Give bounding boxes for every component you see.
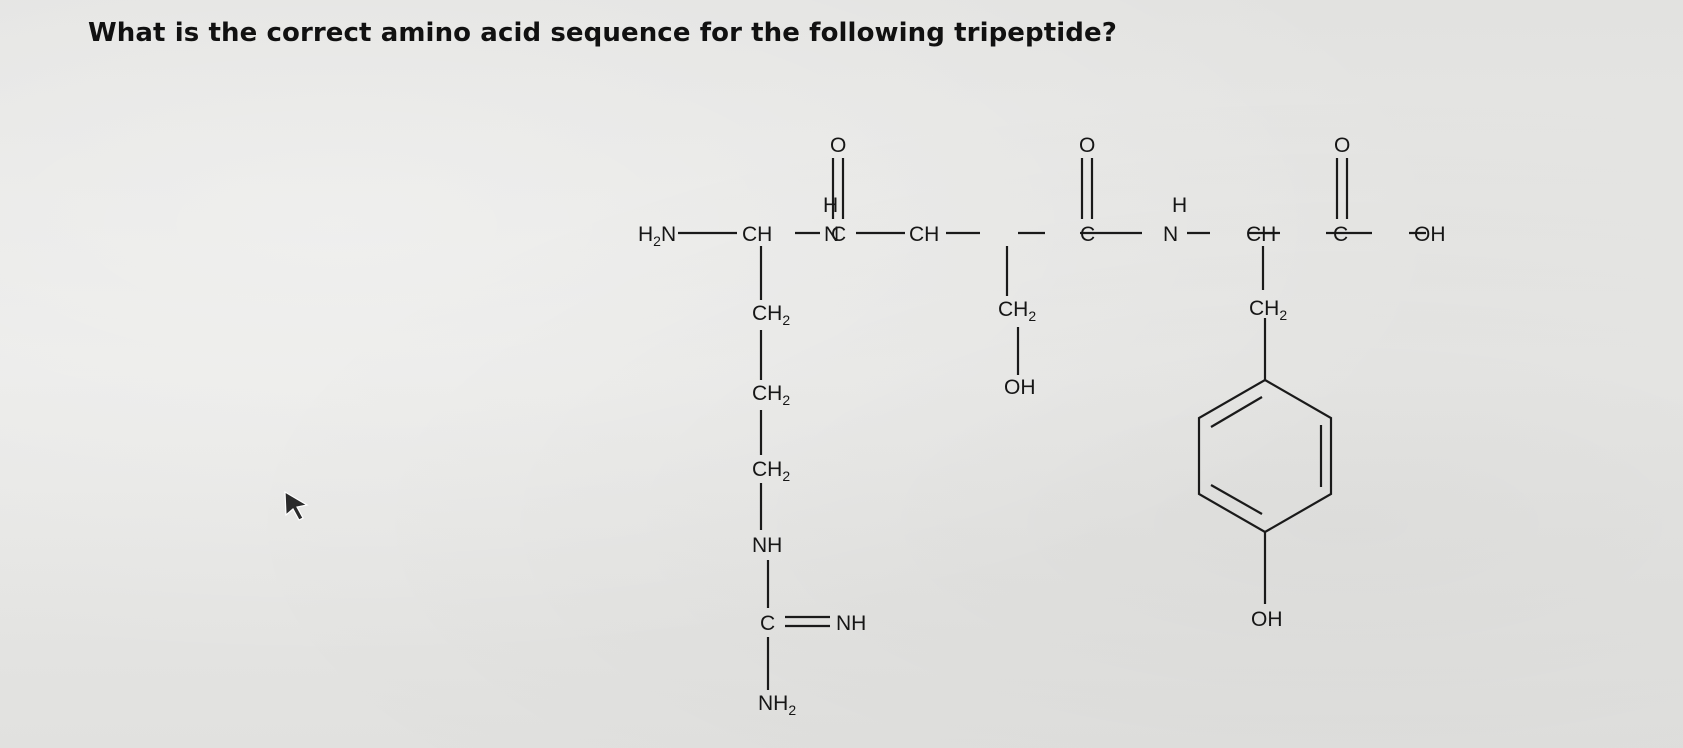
residue-3-methylene-label: CH2 [1249, 297, 1287, 323]
residue-2-side-chain-bonds [1005, 246, 1020, 375]
residue-2-carbonyl-oxygen-label: O [1079, 134, 1095, 157]
residue-3-side-chain-bonds [1197, 246, 1333, 604]
residue-1-methylene-2-label: CH2 [752, 382, 790, 408]
peptide-bond-1-h-label: H [823, 194, 838, 217]
mouse-pointer-icon [284, 490, 309, 521]
residue-3-alpha-carbon-label: CH [1246, 223, 1276, 246]
question-text: What is the correct amino acid sequence … [88, 18, 1117, 48]
carbonyl-double-bonds [831, 158, 1349, 219]
residue-3-carbonyl-carbon-label: C [1333, 223, 1348, 246]
residue-1-alpha-carbon-label: CH [742, 223, 772, 246]
residue-2-methylene-label: CH2 [998, 298, 1036, 324]
residue-1-imine-nh-label: NH [836, 612, 866, 635]
residue-1-side-chain-bonds [759, 246, 830, 690]
c-terminus-oh-label: OH [1414, 223, 1446, 246]
residue-1-methylene-3-label: CH2 [752, 458, 790, 484]
residue-3-phenol-oh-label: OH [1251, 608, 1283, 631]
residue-1-carbonyl-oxygen-label: O [830, 134, 846, 157]
residue-1-guanidino-nh-label: NH [752, 534, 782, 557]
peptide-bond-1-n-label: N [824, 223, 839, 246]
residue-2-hydroxyl-label: OH [1004, 376, 1036, 399]
residue-1-methylene-1-label: CH2 [752, 302, 790, 328]
peptide-bond-2-n-label: N [1163, 223, 1178, 246]
residue-1-guanidino-c-label: C [760, 612, 775, 635]
residue-3-carbonyl-oxygen-label: O [1334, 134, 1350, 157]
n-terminus-label: H2N [638, 223, 676, 249]
residue-2-carbonyl-carbon-label: C [1080, 223, 1095, 246]
residue-2-alpha-carbon-label: CH [909, 223, 939, 246]
peptide-bond-2-h-label: H [1172, 194, 1187, 217]
residue-1-amine-nh2-label: NH2 [758, 692, 796, 718]
residue-1-carbonyl-carbon-label: C [831, 223, 846, 246]
